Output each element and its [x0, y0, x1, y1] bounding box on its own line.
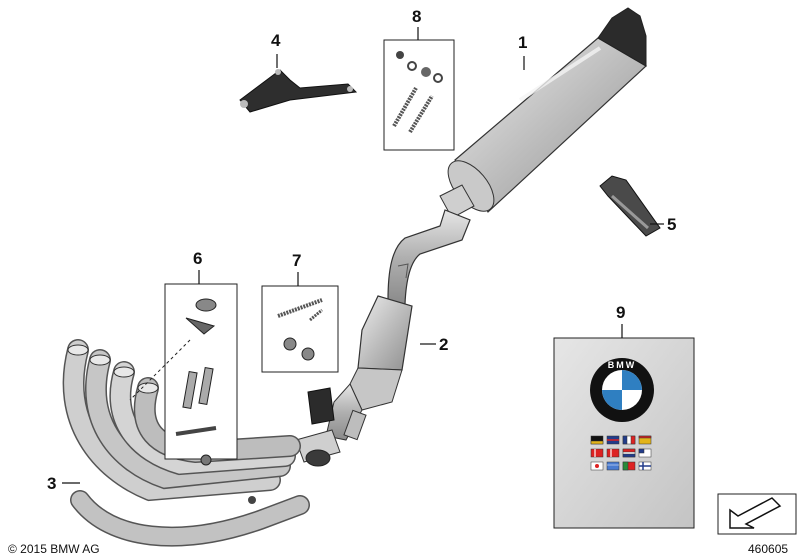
clamp	[599, 175, 661, 237]
owners-manual	[553, 337, 695, 529]
part-6-box	[129, 283, 238, 466]
bmw-logo-text: BMW	[607, 360, 637, 370]
callout-9: 9	[616, 303, 626, 322]
callout-7: 7	[292, 251, 302, 270]
o2-sensor-boss	[248, 496, 256, 504]
copyright-text: © 2015 BMW AG	[8, 542, 100, 556]
muffler	[439, 7, 648, 219]
orientation-arrow-box	[717, 493, 797, 535]
callout-3: 3	[47, 474, 57, 493]
bracket	[239, 69, 358, 113]
leader-lines	[62, 27, 664, 484]
callout-8: 8	[412, 7, 422, 26]
part-7-box	[261, 285, 339, 373]
callout-5: 5	[667, 215, 677, 234]
callout-6: 6	[193, 249, 203, 268]
callout-4: 4	[271, 31, 281, 50]
link-pipe-catalyst	[295, 209, 471, 467]
part-8-box	[383, 39, 455, 151]
header-pipe-openings	[67, 344, 159, 394]
image-number: 460605	[748, 542, 789, 556]
language-flags	[590, 435, 652, 471]
callout-2: 2	[439, 335, 449, 354]
callout-1: 1	[518, 33, 528, 52]
